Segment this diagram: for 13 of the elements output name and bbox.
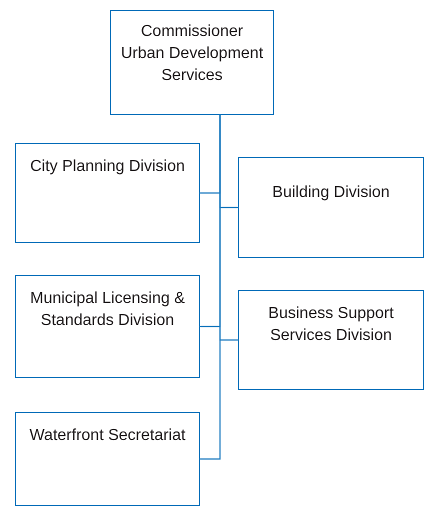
unit-name: Commissioner Urban Development Services: [120, 22, 264, 86]
connector-line: [200, 115, 221, 460]
unit-name: Business Support Services Division: [267, 304, 395, 346]
unit-name: Waterfront Secretariat: [28, 426, 186, 446]
unit-name: City Planning Division: [29, 157, 186, 177]
org-box: [238, 157, 424, 258]
org-box: [15, 275, 200, 378]
org-box: [15, 412, 200, 506]
unit-name: Municipal Licensing & Standards Division: [29, 289, 186, 331]
org-box: [110, 10, 274, 115]
org-box: [15, 143, 200, 243]
unit-name: Building Division: [271, 183, 391, 203]
org-box: [238, 290, 424, 390]
